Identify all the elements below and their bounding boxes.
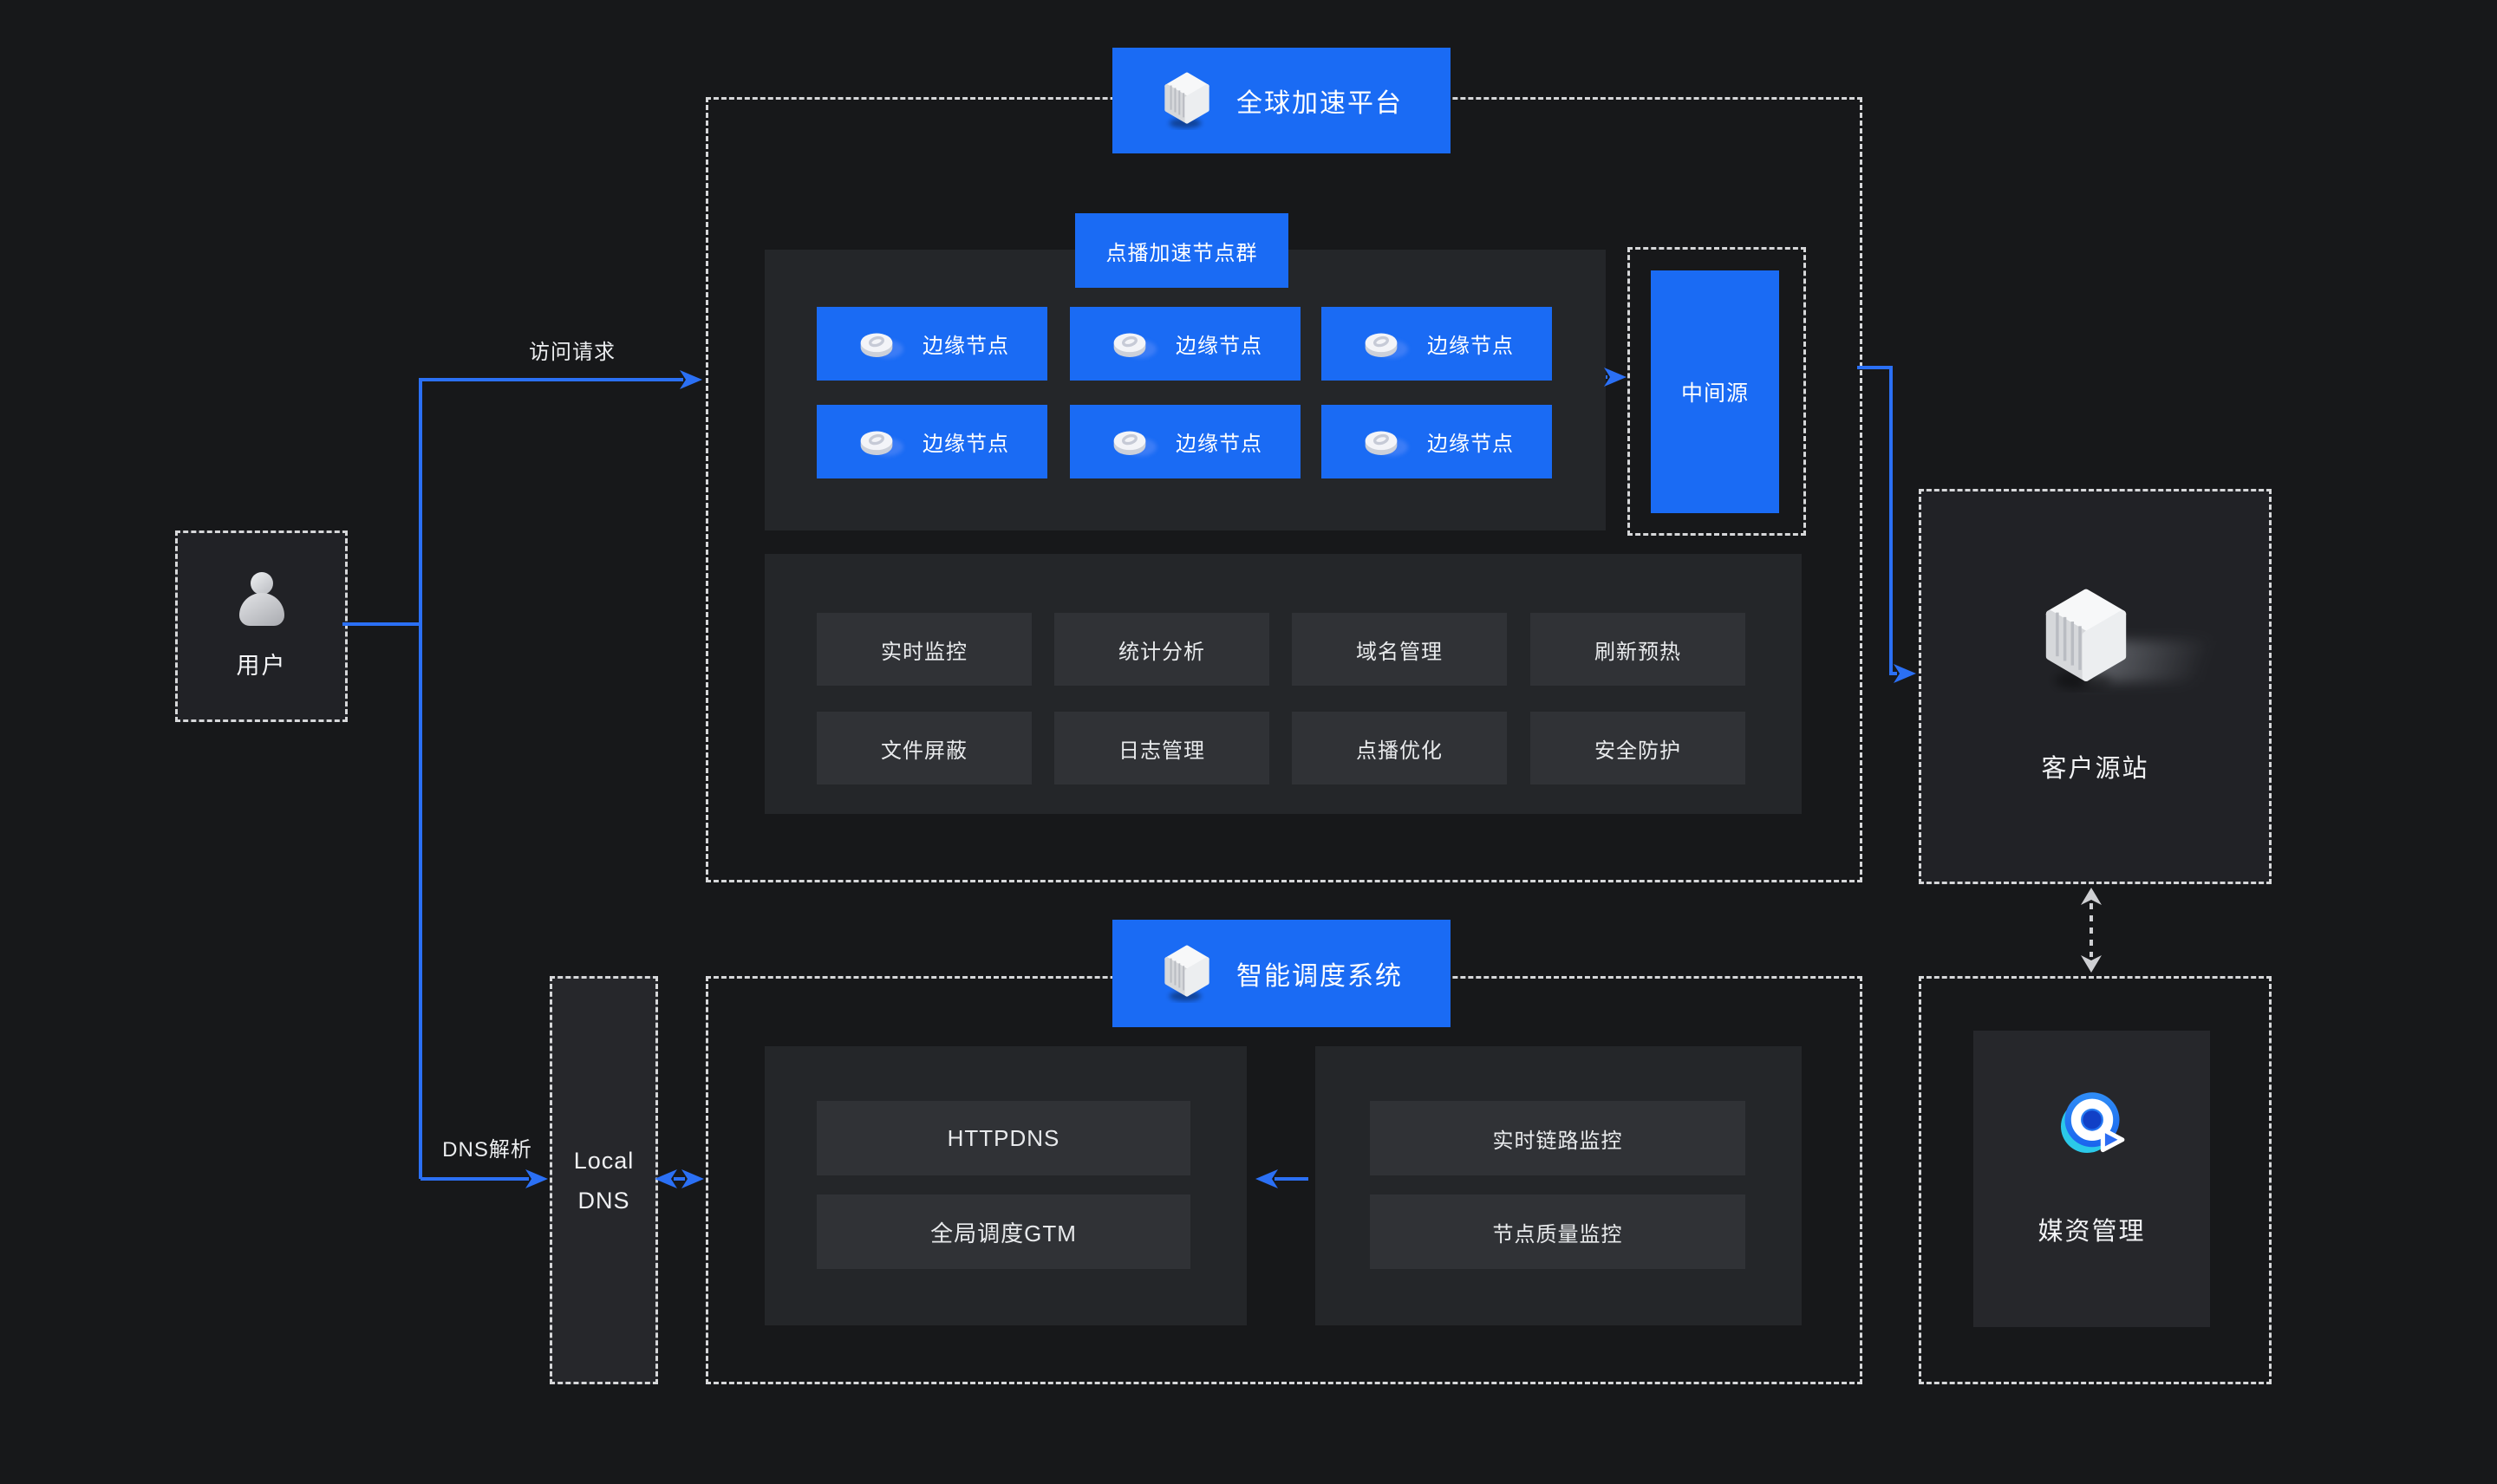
- monitor-box-label: 实时链路监控: [1492, 1129, 1623, 1153]
- edge-node-box: 边缘节点: [1321, 307, 1552, 381]
- stacked-cube-icon: [2008, 587, 2213, 726]
- disc-node-icon: [1108, 423, 1160, 461]
- node-cluster-label-text: 点播加速节点群: [1105, 241, 1258, 265]
- function-label: 实时监控: [881, 640, 968, 664]
- function-box: 实时监控: [817, 613, 1032, 686]
- local-dns-line2: DNS: [577, 1187, 630, 1214]
- mid-source-box: 中间源: [1651, 270, 1779, 513]
- disc-node-icon: [1359, 423, 1411, 461]
- function-label: 统计分析: [1118, 640, 1205, 664]
- function-label: 日志管理: [1118, 739, 1205, 763]
- mid-source-label: 中间源: [1680, 381, 1749, 406]
- function-box: 日志管理: [1054, 712, 1269, 784]
- function-box: 点播优化: [1292, 712, 1507, 784]
- edge-node-box: 边缘节点: [1321, 405, 1552, 478]
- dns-panel: [765, 1046, 1247, 1325]
- edge-node-box: 边缘节点: [817, 307, 1047, 381]
- node-cluster-label: 点播加速节点群: [1075, 213, 1288, 288]
- scheduler-header: 智能调度系统: [1112, 920, 1451, 1027]
- function-box: 刷新预热: [1530, 613, 1745, 686]
- edge-node-label: 边缘节点: [1427, 335, 1514, 358]
- monitor-box: 节点质量监控: [1370, 1194, 1745, 1269]
- edge-node-label: 边缘节点: [923, 433, 1009, 456]
- edge-node-label: 边缘节点: [1176, 433, 1262, 456]
- cube-icon: [1160, 71, 1214, 130]
- dns-box: 全局调度GTM: [817, 1194, 1190, 1269]
- edge-node-label: 边缘节点: [923, 335, 1009, 358]
- function-label: 点播优化: [1356, 739, 1443, 763]
- local-dns-box: Local DNS: [550, 976, 658, 1384]
- dns-resolution-label: DNS解析: [442, 1138, 532, 1162]
- scheduler-title: 智能调度系统: [1236, 962, 1403, 991]
- disc-node-icon: [1359, 325, 1411, 363]
- media-box: 媒资管理: [1919, 976, 2272, 1384]
- disc-node-icon: [1108, 325, 1160, 363]
- function-box: 域名管理: [1292, 613, 1507, 686]
- function-label: 安全防护: [1594, 739, 1681, 763]
- user-label: 用户: [236, 653, 287, 679]
- function-label: 文件屏蔽: [881, 739, 968, 763]
- function-box: 统计分析: [1054, 613, 1269, 686]
- edge-node-box: 边缘节点: [1070, 405, 1301, 478]
- edge-node-label: 边缘节点: [1176, 335, 1262, 358]
- media-label: 媒资管理: [2037, 1218, 2146, 1246]
- node-cluster-panel: [765, 250, 1606, 530]
- person-icon: [238, 572, 286, 626]
- dns-box-label: 全局调度GTM: [930, 1220, 1077, 1246]
- disc-node-icon: [855, 423, 907, 461]
- monitor-box-label: 节点质量监控: [1492, 1222, 1623, 1246]
- origin-box: 客户源站: [1919, 489, 2272, 884]
- function-box: 文件屏蔽: [817, 712, 1032, 784]
- mid-source-container: 中间源: [1627, 247, 1806, 536]
- monitor-panel: [1315, 1046, 1802, 1325]
- function-box: 安全防护: [1530, 712, 1745, 784]
- disc-node-icon: [855, 325, 907, 363]
- edge-node-label: 边缘节点: [1427, 433, 1514, 456]
- function-label: 刷新预热: [1594, 640, 1681, 664]
- media-inner-panel: 媒资管理: [1973, 1031, 2210, 1327]
- edge-node-box: 边缘节点: [1070, 307, 1301, 381]
- local-dns-line1: Local: [573, 1147, 635, 1174]
- access-request-label: 访问请求: [529, 341, 616, 364]
- function-label: 域名管理: [1356, 640, 1443, 664]
- media-player-icon: [2053, 1083, 2131, 1161]
- user-box: 用户: [175, 530, 348, 722]
- edge-node-box: 边缘节点: [817, 405, 1047, 478]
- cube-icon: [1160, 944, 1214, 1003]
- platform-header: 全球加速平台: [1112, 48, 1451, 153]
- platform-title: 全球加速平台: [1236, 89, 1403, 118]
- monitor-box: 实时链路监控: [1370, 1101, 1745, 1175]
- origin-label: 客户源站: [2041, 755, 2149, 783]
- platform-to-origin-arrow: [1857, 366, 1916, 683]
- dns-box: HTTPDNS: [817, 1101, 1190, 1175]
- dns-box-label: HTTPDNS: [947, 1124, 1060, 1151]
